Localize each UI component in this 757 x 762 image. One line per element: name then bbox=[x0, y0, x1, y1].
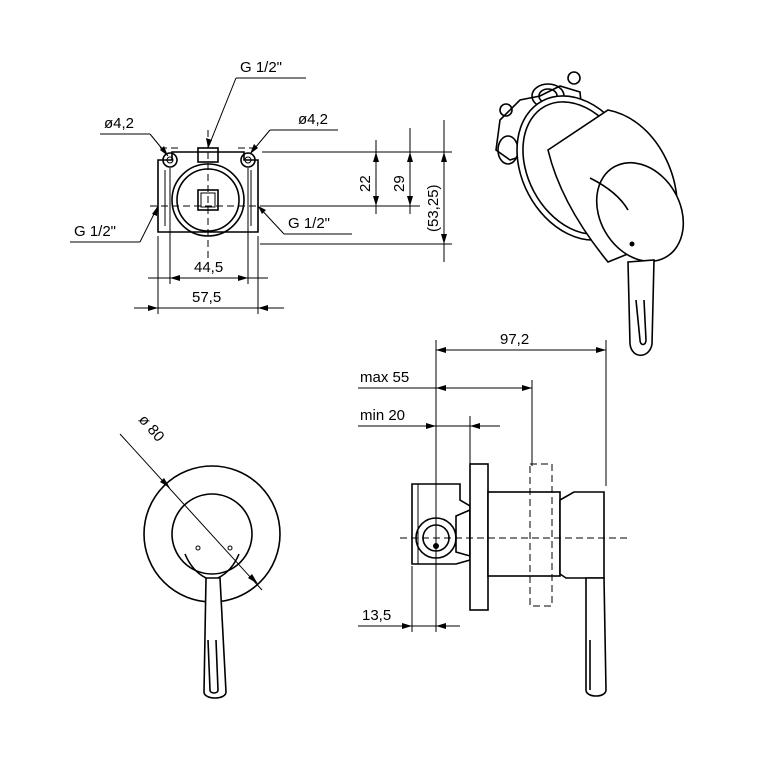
depth-min-label: min 20 bbox=[360, 407, 405, 424]
thread-top-callout: G 1/2" bbox=[206, 59, 306, 149]
height-22-label: 22 bbox=[357, 175, 374, 192]
thread-top-label: G 1/2" bbox=[240, 59, 282, 76]
front-view bbox=[150, 130, 270, 260]
thread-left-callout: G 1/2" bbox=[70, 205, 159, 243]
front-width-dims: 44,5 57,5 bbox=[134, 168, 284, 314]
thread-right-callout: G 1/2" bbox=[257, 205, 352, 235]
depth-max-label: max 55 bbox=[360, 369, 409, 386]
isometric-view bbox=[495, 71, 685, 357]
depth-total-label: 97,2 bbox=[500, 331, 529, 348]
width-inner-label: 44,5 bbox=[194, 259, 223, 276]
plate-front-view: ø 80 bbox=[119, 411, 281, 699]
height-53-label: (53,25) bbox=[425, 184, 442, 232]
width-outer-label: 57,5 bbox=[192, 289, 221, 306]
side-depth-dims: 97,2 max 55 min 20 13,5 bbox=[358, 331, 607, 632]
hole-left-label: ø4,2 bbox=[104, 115, 134, 132]
front-height-dims: 22 29 (53,25) bbox=[260, 120, 452, 262]
hole-left-callout: ø4,2 bbox=[100, 115, 169, 157]
side-view bbox=[400, 463, 630, 697]
thread-right-label: G 1/2" bbox=[288, 215, 330, 232]
plate-diameter-label: ø 80 bbox=[135, 411, 168, 445]
hole-right-callout: ø4,2 bbox=[249, 111, 338, 155]
hole-right-label: ø4,2 bbox=[298, 111, 328, 128]
height-29-label: 29 bbox=[391, 175, 408, 192]
thread-left-label: G 1/2" bbox=[74, 223, 116, 240]
offset-label: 13,5 bbox=[362, 607, 391, 624]
